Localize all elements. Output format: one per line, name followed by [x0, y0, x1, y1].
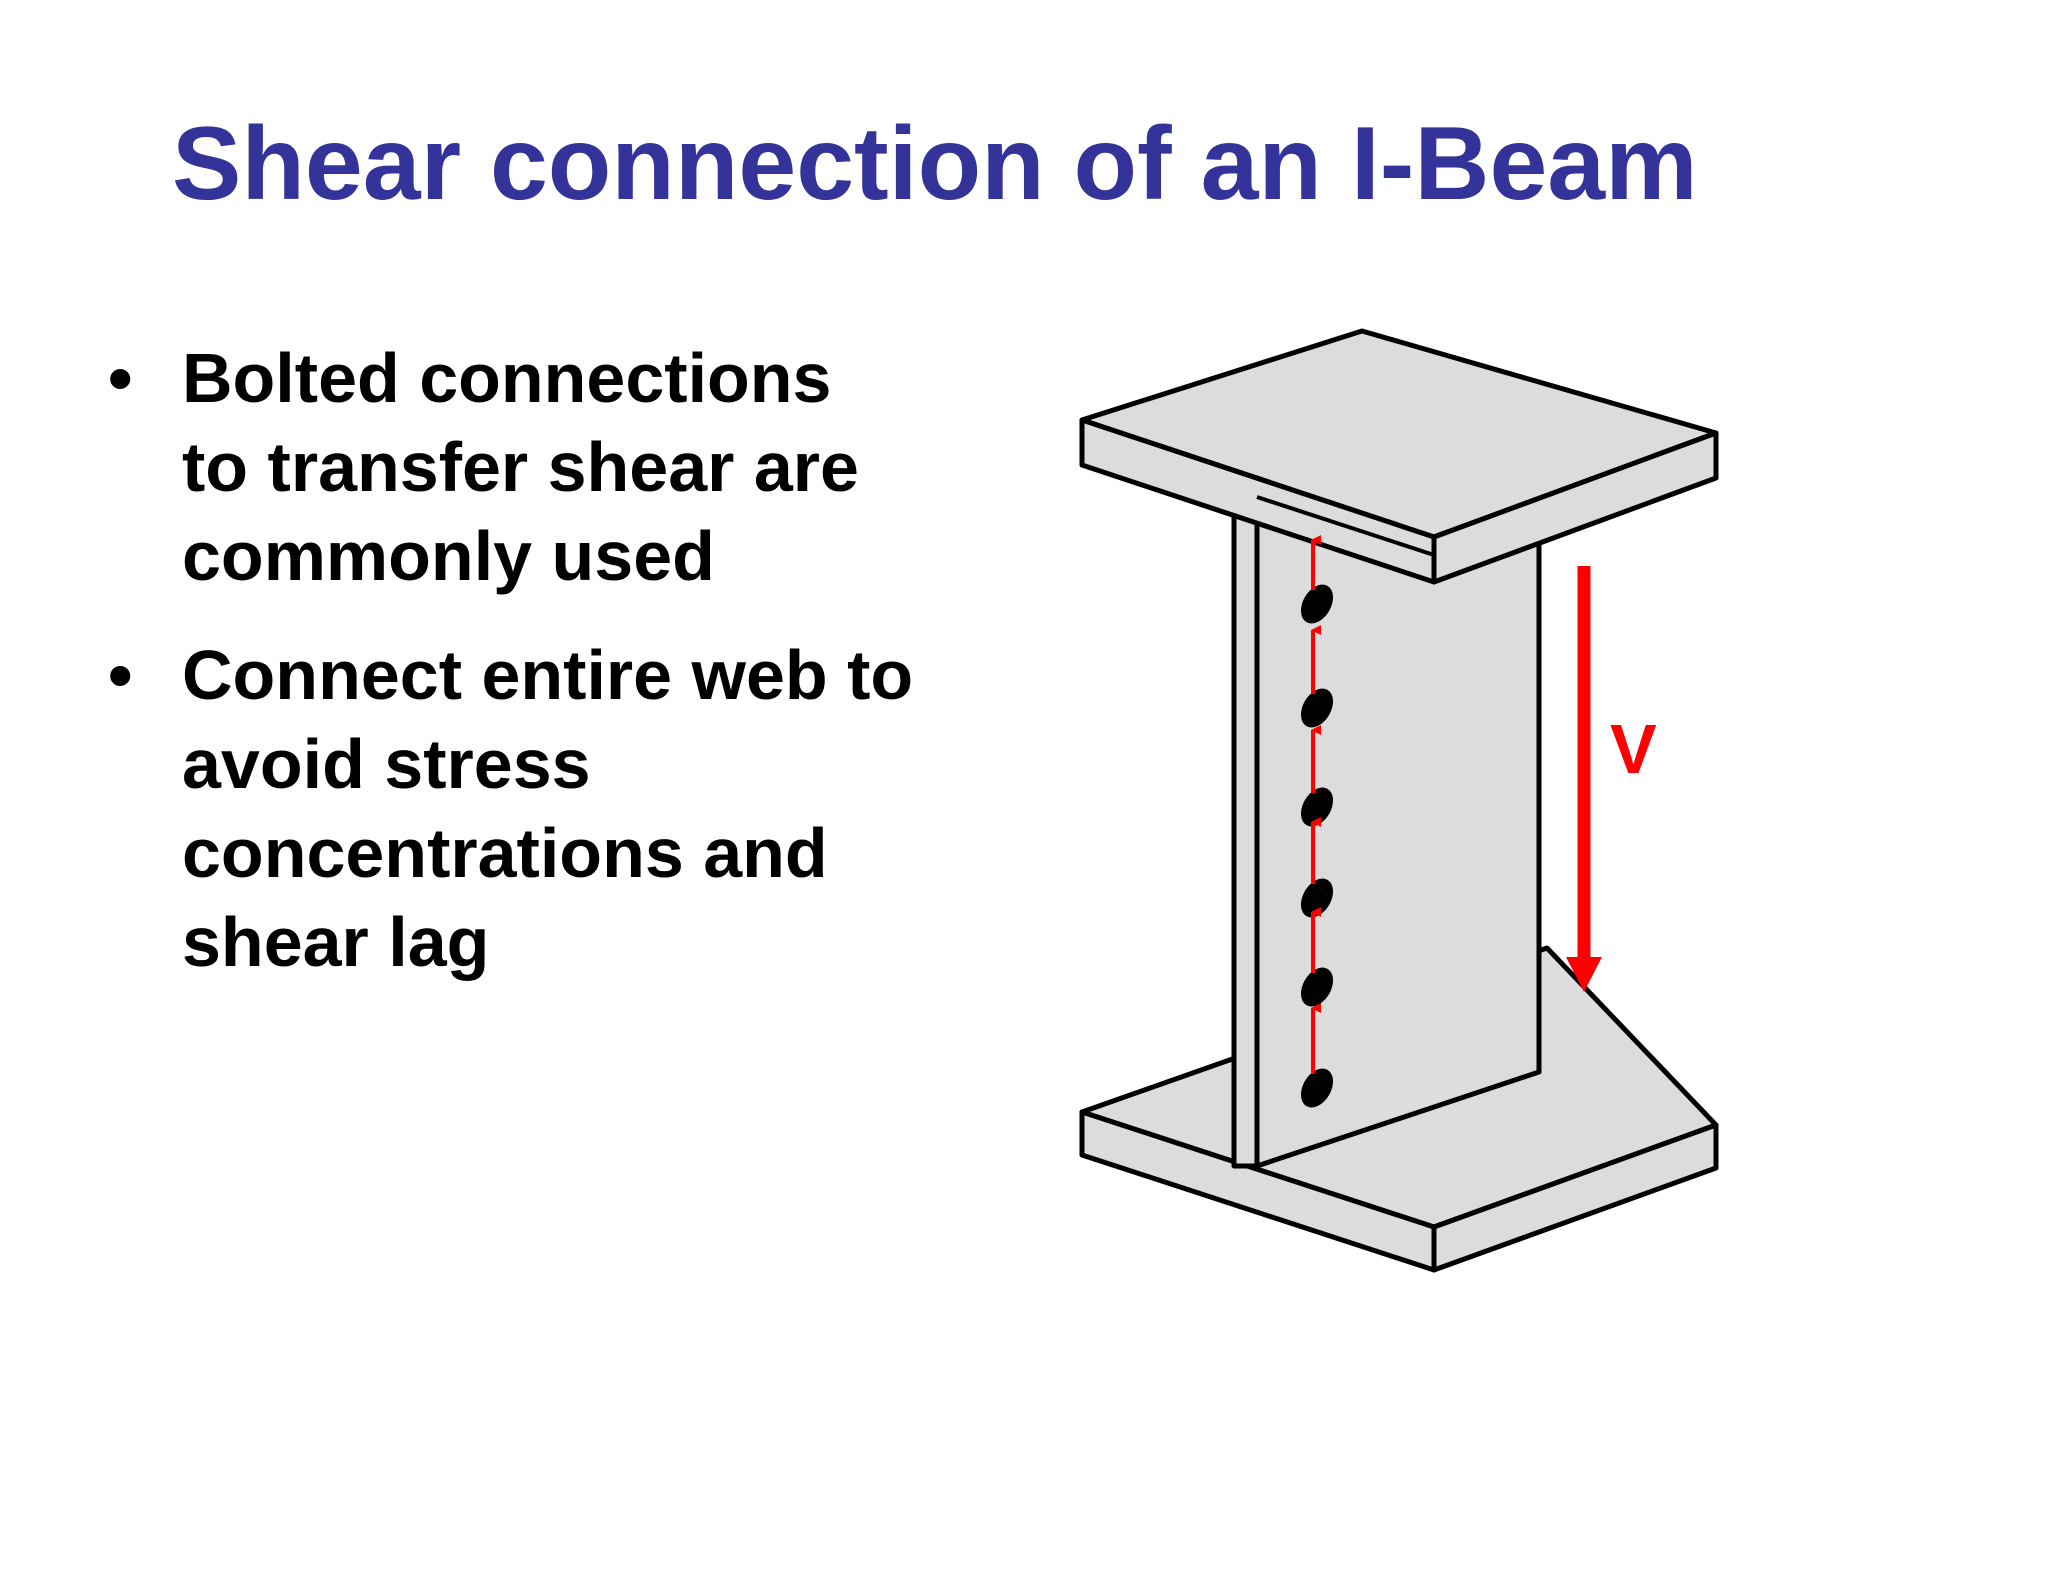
slide-title: Shear connection of an I-Beam	[172, 106, 1698, 222]
bolt	[1300, 1068, 1334, 1108]
bullet-line: concentrations and	[182, 814, 828, 892]
web	[1231, 494, 1542, 1169]
bullet-item-connect-entire-web: • Connect entire web to avoid stress con…	[100, 631, 1000, 987]
bullet-marker: •	[108, 636, 133, 714]
shear-force-label: V	[1610, 710, 1657, 788]
bullet-marker: •	[108, 339, 133, 417]
top-flange	[1079, 328, 1719, 585]
bolt	[1300, 878, 1334, 918]
bullet-line: Bolted connections	[182, 339, 832, 417]
bottom-flange-front-face	[1079, 1109, 1437, 1273]
bottom-flange-top-face	[1079, 945, 1719, 1230]
top-flange-front-face	[1079, 417, 1437, 585]
web-edge	[1231, 494, 1260, 1169]
bottom-flange-side-face	[1431, 1122, 1719, 1273]
shear-force-arrow	[1566, 566, 1602, 992]
bullet-line: to transfer shear are	[182, 428, 859, 506]
bolt	[1300, 584, 1334, 624]
bullet-line: commonly used	[182, 517, 715, 595]
bullet-item-bolted-connections: • Bolted connections to transfer shear a…	[100, 334, 1000, 601]
bolt	[1300, 787, 1334, 827]
bullet-line: Connect entire web to	[182, 636, 914, 714]
bolt	[1300, 688, 1334, 728]
bullet-line: avoid stress	[182, 725, 591, 803]
bullet-line: shear lag	[182, 903, 490, 981]
shear-force-arrow-head	[1566, 957, 1602, 992]
bottom-flange	[1079, 945, 1719, 1273]
web-top-line	[1256, 495, 1435, 557]
bullet-list: • Bolted connections to transfer shear a…	[100, 334, 1000, 1017]
top-flange-top-face	[1079, 328, 1719, 540]
web-face	[1254, 494, 1542, 1169]
top-flange-side-face	[1431, 430, 1719, 585]
bolt	[1300, 967, 1334, 1007]
